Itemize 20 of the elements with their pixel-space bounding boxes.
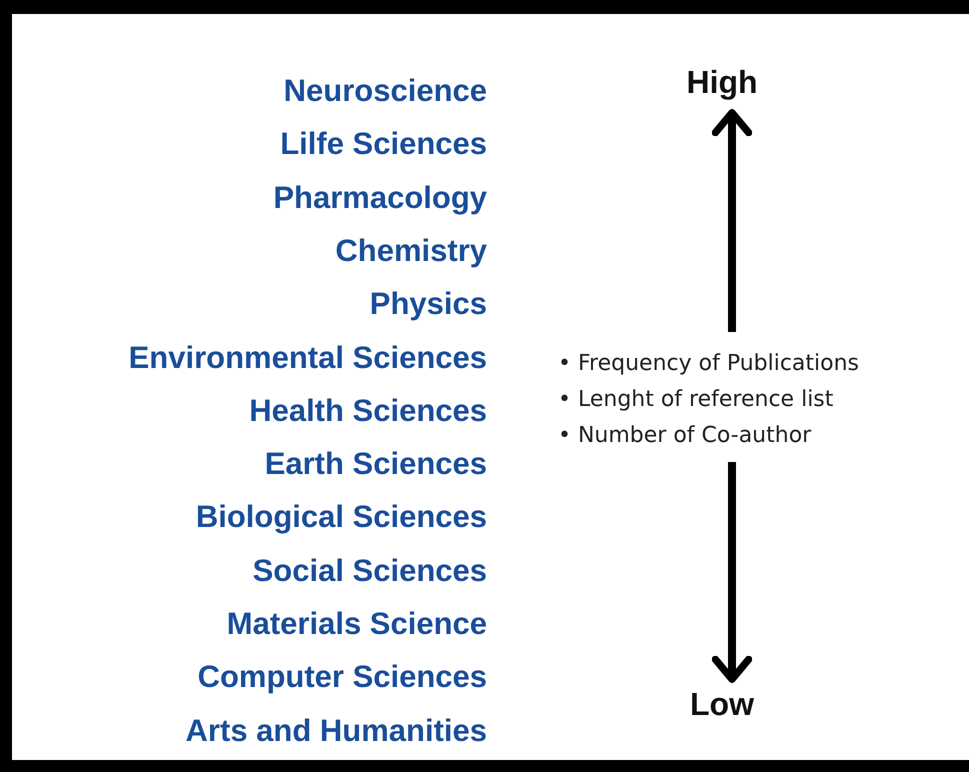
discipline-label: Materials Science bbox=[226, 606, 487, 642]
discipline-label: Neuroscience bbox=[284, 73, 487, 109]
bullet-item: • Number of Co-author bbox=[558, 422, 812, 450]
arrow bbox=[712, 109, 752, 332]
discipline-label: Pharmacology bbox=[273, 180, 487, 216]
scale-label: High bbox=[662, 64, 782, 106]
discipline-label: Earth Sciences bbox=[264, 446, 487, 482]
arrow bbox=[712, 462, 752, 683]
bullet-item: • Lenght of reference list bbox=[558, 386, 834, 414]
discipline-label: Arts and Humanities bbox=[186, 712, 487, 749]
bullet-item: • Frequency of Publications bbox=[558, 350, 860, 378]
scale-label: Low bbox=[662, 686, 782, 728]
discipline-label: Lilfe Sciences bbox=[280, 126, 487, 162]
discipline-label: Biological Sciences bbox=[196, 499, 487, 536]
discipline-label: Chemistry bbox=[335, 232, 487, 269]
discipline-label: Computer Sciences bbox=[198, 659, 487, 696]
discipline-label: Health Sciences bbox=[249, 392, 487, 429]
discipline-label: Environmental Sciences bbox=[128, 340, 487, 376]
discipline-label: Social Sciences bbox=[252, 552, 487, 589]
discipline-label: Physics bbox=[370, 286, 487, 322]
